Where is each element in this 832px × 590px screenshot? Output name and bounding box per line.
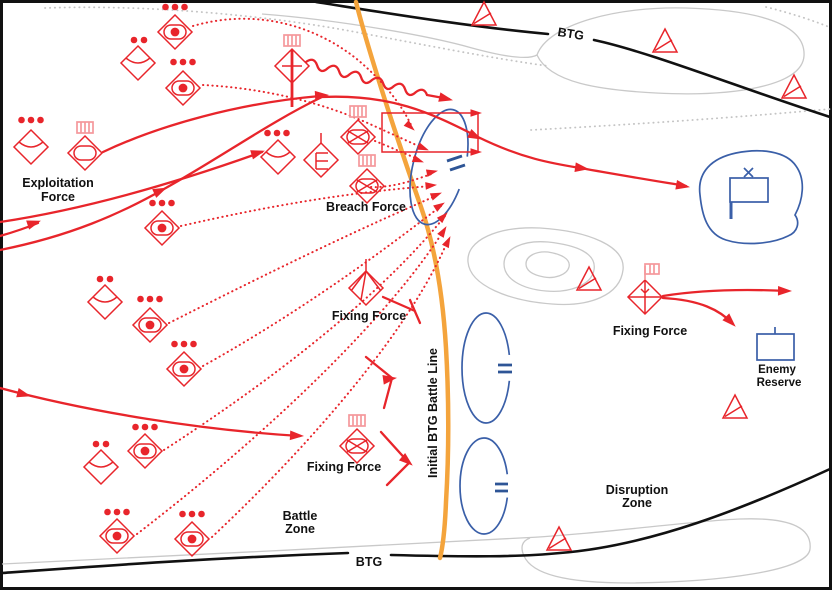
axis-exploitation-2 — [0, 150, 264, 224]
axis-fixing-west — [0, 386, 302, 438]
breach-gap-marks-3 — [495, 482, 508, 493]
btg-boundary-south-right — [389, 467, 832, 558]
attack-arrows — [0, 58, 793, 487]
route-3 — [374, 140, 421, 161]
hill-contour-outer — [467, 227, 624, 306]
axis-fixing-east-1 — [661, 288, 790, 298]
support-by-fire-tbar — [381, 295, 422, 325]
route-6 — [168, 194, 439, 324]
hill-contour-middle — [503, 241, 595, 292]
contour-south — [1, 518, 811, 584]
dotted-routes — [136, 17, 454, 538]
fixing-force-bottom-label: Fixing Force — [307, 460, 381, 474]
ew-wavy-arrow — [304, 58, 451, 101]
enemy-reserve-unit-icon — [756, 327, 795, 361]
enemy-position-ellipse-south — [459, 437, 509, 535]
axis-exploitation-1 — [101, 94, 322, 154]
battle-zone-label-line2: Zone — [285, 522, 315, 536]
exploitation-force-label-line1: Exploitation — [22, 176, 94, 190]
btg-boundary-north-right — [592, 38, 832, 119]
opfor-units — [14, 3, 662, 556]
btg-label-north: BTG — [557, 25, 585, 43]
breach-force-label: Breach Force — [326, 200, 406, 214]
ew-unit-diamond-icon — [274, 34, 310, 107]
breach-gap-marks-2 — [498, 363, 512, 374]
fixing-force-center-label: Fixing Force — [332, 309, 406, 323]
route-5 — [180, 185, 433, 227]
enemy-position-ellipse-mid — [461, 312, 511, 424]
route-10 — [211, 239, 449, 538]
disruption-zone-label-line1: Disruption — [606, 483, 669, 497]
btg-boundary-south-left — [0, 551, 350, 575]
enemy-brigade-objective-icon — [729, 167, 769, 219]
battle-zone-label-line1: Battle — [283, 509, 318, 523]
enemy-reserve-label-line2: Reserve — [757, 377, 802, 389]
contour-dotted-north — [44, 6, 549, 67]
route-8 — [163, 215, 446, 451]
contour-north — [261, 7, 805, 95]
force-labels: Exploitation Force Breach Force Fixing F… — [22, 176, 801, 536]
enemy-reserve-label-line1: Enemy — [758, 364, 796, 376]
exploitation-force-label-line2: Force — [41, 190, 75, 204]
fixing-force-right-label: Fixing Force — [613, 324, 687, 338]
disruption-zone-label-line2: Zone — [622, 496, 652, 510]
enemy-objective-area — [698, 149, 804, 245]
btg-label-south: BTG — [356, 555, 382, 569]
btg-boundary-north-left — [314, 0, 550, 36]
terrain-contours — [1, 6, 831, 584]
contour-dotted-corner — [765, 6, 830, 28]
route-9 — [136, 229, 445, 535]
initial-battle-line-label: Initial BTG Battle Line — [426, 348, 440, 478]
hill-contour-inner — [525, 251, 570, 279]
route-4 — [370, 172, 435, 189]
breach-gap-marks-1 — [446, 154, 466, 172]
btg-boundaries: BTG BTG — [0, 0, 832, 575]
route-7 — [202, 205, 442, 367]
